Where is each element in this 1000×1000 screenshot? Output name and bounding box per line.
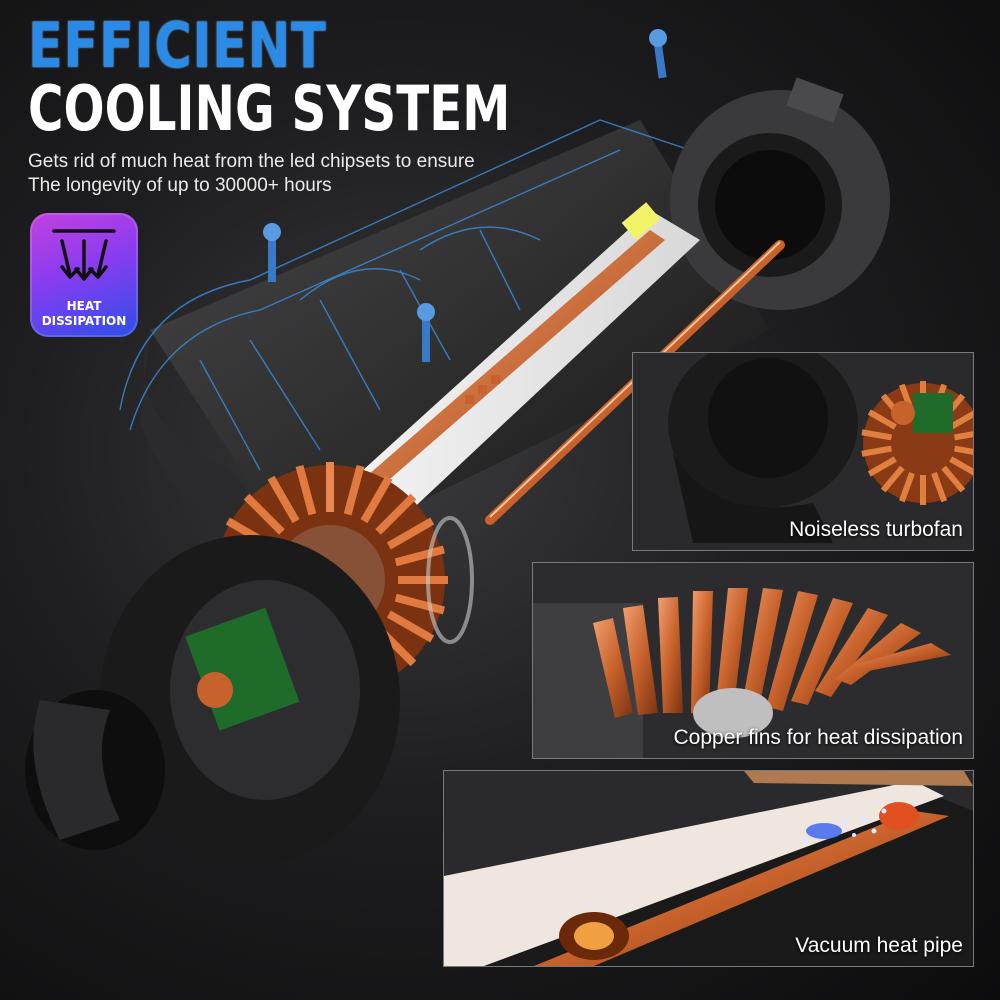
headline-line1: EFFICIENT	[28, 9, 327, 82]
turbofan-detail-panel: Noiseless turbofan	[632, 352, 974, 551]
heat-dissipation-arrows-icon	[52, 229, 116, 281]
heat-pipe-detail-panel: Vacuum heat pipe	[443, 770, 974, 967]
copper-fins-detail-panel: Copper fins for heat dissipation	[532, 562, 974, 759]
headline: EFFICIENT COOLING SYSTEM	[28, 14, 646, 140]
fan-housing	[25, 535, 400, 865]
turbofan-image	[633, 353, 973, 550]
screw-icon	[263, 29, 667, 362]
heat-pipe-caption: Vacuum heat pipe	[795, 934, 963, 957]
subtitle: Gets rid of much heat from the led chips…	[28, 150, 475, 198]
heat-pipe-image	[444, 771, 973, 966]
copper-fins-caption: Copper fins for heat dissipation	[673, 726, 964, 749]
subtitle-line1: Gets rid of much heat from the led chips…	[28, 151, 475, 172]
subtitle-line2: The longevity of up to 30000+ hours	[28, 175, 332, 196]
copper-fins-image	[533, 563, 973, 758]
led-pcb-strip	[330, 202, 700, 530]
badge-label-line2: DISSIPATION	[41, 314, 127, 328]
headline-line2: COOLING SYSTEM	[28, 72, 511, 145]
heat-dissipation-badge: HEAT DISSIPATION	[30, 213, 138, 337]
badge-label: HEAT DISSIPATION	[30, 299, 138, 329]
badge-label-line1: HEAT	[66, 299, 102, 313]
bulb-base-ring	[670, 77, 890, 310]
turbofan-caption: Noiseless turbofan	[789, 518, 963, 541]
